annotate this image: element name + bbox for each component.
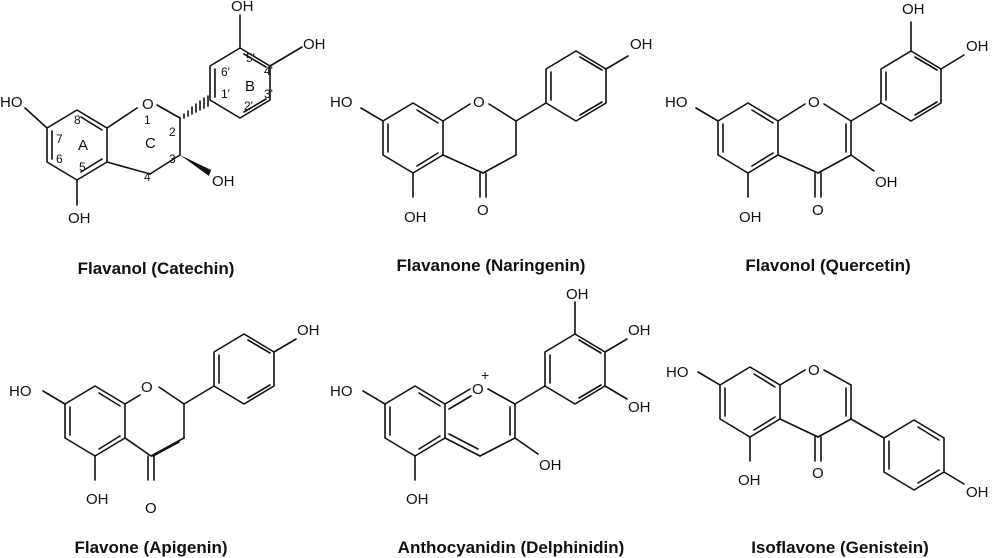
structure-delphinidin: HO O + OH OH OH OH OH Anthocyanidin (Del… bbox=[330, 286, 651, 557]
position-number: 4' bbox=[264, 64, 273, 78]
position-number: 3 bbox=[169, 152, 176, 166]
atom-label: OH bbox=[966, 484, 989, 501]
atom-label: OH bbox=[303, 36, 326, 53]
position-number: 2' bbox=[244, 99, 253, 113]
position-number: 2 bbox=[169, 125, 176, 139]
structure-title: Isoflavone (Genistein) bbox=[751, 538, 929, 557]
position-number: 6' bbox=[221, 65, 230, 79]
atom-label: HO bbox=[330, 94, 353, 111]
atom-label: OH bbox=[630, 36, 653, 53]
atom-label: O bbox=[477, 202, 489, 219]
hashed-bond bbox=[183, 95, 209, 119]
atom-label: HO bbox=[666, 364, 689, 381]
atom-label: OH bbox=[875, 174, 898, 191]
atom-label: HO bbox=[0, 94, 23, 111]
position-number: 5' bbox=[246, 51, 255, 65]
atom-label: HO bbox=[665, 94, 688, 111]
position-number: 8 bbox=[74, 113, 81, 127]
position-number: 7 bbox=[56, 132, 63, 146]
position-number: 6 bbox=[56, 152, 63, 166]
position-number: 1' bbox=[221, 87, 230, 101]
structure-title: Flavanone (Naringenin) bbox=[397, 256, 586, 275]
position-number: 1 bbox=[144, 113, 151, 127]
structure-title: Flavone (Apigenin) bbox=[75, 538, 228, 557]
structure-naringenin: HO O OH O OH Flavanone (Naringenin) bbox=[330, 36, 653, 275]
structure-title: Flavanol (Catechin) bbox=[78, 259, 235, 278]
atom-label: OH bbox=[628, 399, 651, 416]
structure-catechin: HO O OH OH OH OH 8 7 6 5 4 3 2 1 1' 2' 3… bbox=[0, 0, 326, 278]
atom-label: O bbox=[145, 500, 157, 517]
charge-label: + bbox=[481, 367, 489, 383]
atom-label: O bbox=[142, 96, 154, 113]
atom-label: OH bbox=[628, 322, 651, 339]
ring-letter: C bbox=[145, 135, 156, 152]
ring-letter: B bbox=[245, 78, 255, 95]
wedge-bond bbox=[180, 155, 211, 176]
structure-quercetin: HO O OH O OH OH OH Flavonol (Quercetin) bbox=[665, 1, 989, 275]
atom-label: OH bbox=[566, 286, 589, 303]
structure-title: Flavonol (Quercetin) bbox=[745, 256, 910, 275]
position-number: 4 bbox=[144, 170, 151, 184]
atom-label: OH bbox=[966, 38, 989, 55]
atom-label: OH bbox=[738, 472, 761, 489]
atom-label: O bbox=[473, 94, 485, 111]
atom-label: OH bbox=[231, 0, 254, 15]
atom-label: O bbox=[808, 94, 820, 111]
atom-label: OH bbox=[86, 491, 109, 508]
atom-label: O bbox=[812, 202, 824, 219]
atom-label: O bbox=[808, 362, 820, 379]
atom-label: O bbox=[812, 465, 824, 482]
position-number: 5 bbox=[79, 160, 86, 174]
atom-label: OH bbox=[212, 173, 235, 190]
atom-label: HO bbox=[330, 383, 353, 400]
structure-title: Anthocyanidin (Delphinidin) bbox=[398, 538, 625, 557]
ring-letter: A bbox=[78, 137, 88, 154]
atom-label: O bbox=[472, 381, 484, 398]
atom-label: OH bbox=[297, 322, 320, 339]
position-number: 3' bbox=[264, 87, 273, 101]
atom-label: OH bbox=[539, 457, 562, 474]
atom-label: O bbox=[141, 379, 153, 396]
atom-label: OH bbox=[68, 210, 91, 227]
atom-label: OH bbox=[404, 209, 427, 226]
atom-label: HO bbox=[9, 383, 32, 400]
atom-label: OH bbox=[902, 1, 925, 18]
atom-label: OH bbox=[739, 209, 762, 226]
structure-genistein: HO O OH O OH Isoflavone (Genistein) bbox=[666, 362, 989, 557]
atom-label: OH bbox=[406, 491, 429, 508]
structure-apigenin: HO O OH O OH Flavone (Apigenin) bbox=[9, 322, 320, 557]
